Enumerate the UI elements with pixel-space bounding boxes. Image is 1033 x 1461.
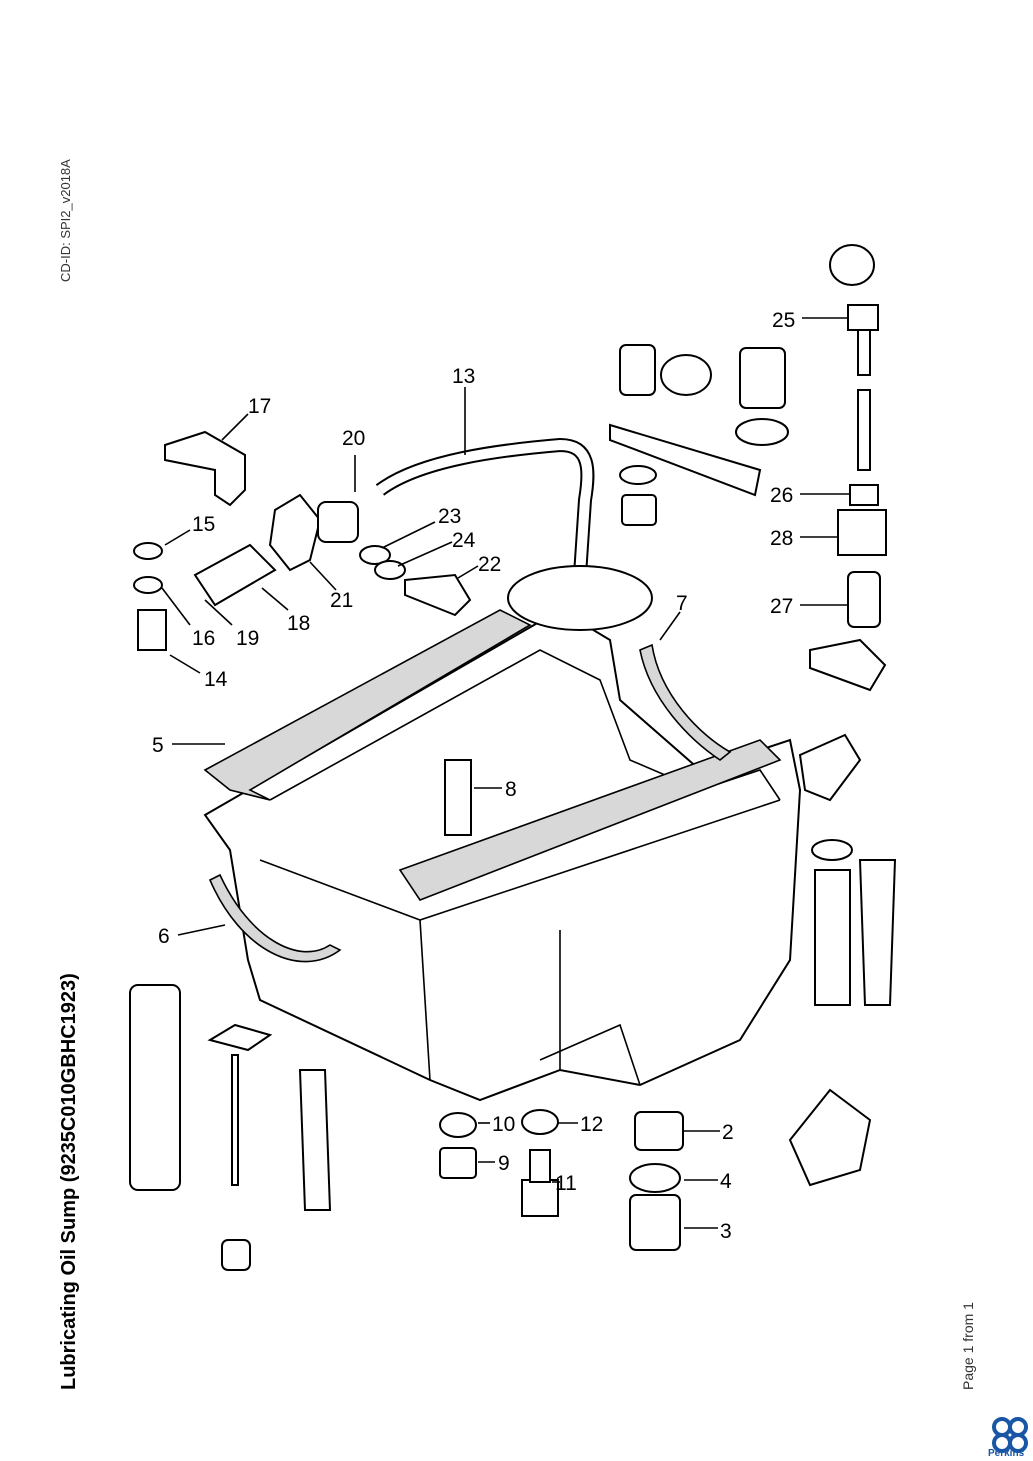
callout-19: 19 <box>236 627 259 650</box>
callout-2: 2 <box>722 1121 734 1144</box>
callout-21: 21 <box>330 589 353 612</box>
callout-16: 16 <box>192 627 215 650</box>
callout-10: 10 <box>492 1113 515 1136</box>
callout-24: 24 <box>452 529 476 552</box>
oil-sump-pan <box>203 608 802 1102</box>
callout-5: 5 <box>152 734 164 757</box>
callout-14: 14 <box>204 668 228 691</box>
callout-7: 7 <box>676 592 688 615</box>
callout-25: 25 <box>772 309 795 332</box>
suction-pipe <box>375 437 653 631</box>
bracket-and-fittings <box>133 430 472 651</box>
callout-9: 9 <box>498 1152 510 1175</box>
dipstick-assembly <box>809 244 887 692</box>
callout-18: 18 <box>287 612 310 635</box>
callout-26: 26 <box>770 484 793 507</box>
callout-23: 23 <box>438 505 461 528</box>
callout-20: 20 <box>342 427 365 450</box>
perkins-logo-icon <box>992 1417 1028 1453</box>
callout-6: 6 <box>158 925 170 948</box>
callout-27: 27 <box>770 595 793 618</box>
callout-8: 8 <box>505 778 517 801</box>
callout-17: 17 <box>248 395 271 418</box>
brand-label: Perkins <box>988 1448 1025 1459</box>
callout-12: 12 <box>580 1113 603 1136</box>
callout-11: 11 <box>555 1172 577 1195</box>
callout-labels: 2 3 4 5 6 7 8 9 10 11 12 13 14 <box>152 309 850 1243</box>
lower-parts <box>129 733 897 1271</box>
callout-3: 3 <box>720 1220 732 1243</box>
clip-bracket <box>609 344 789 526</box>
callout-28: 28 <box>770 527 793 550</box>
callout-15: 15 <box>192 513 215 536</box>
callout-4: 4 <box>720 1170 732 1193</box>
callout-13: 13 <box>452 365 475 388</box>
callout-22: 22 <box>478 553 501 576</box>
